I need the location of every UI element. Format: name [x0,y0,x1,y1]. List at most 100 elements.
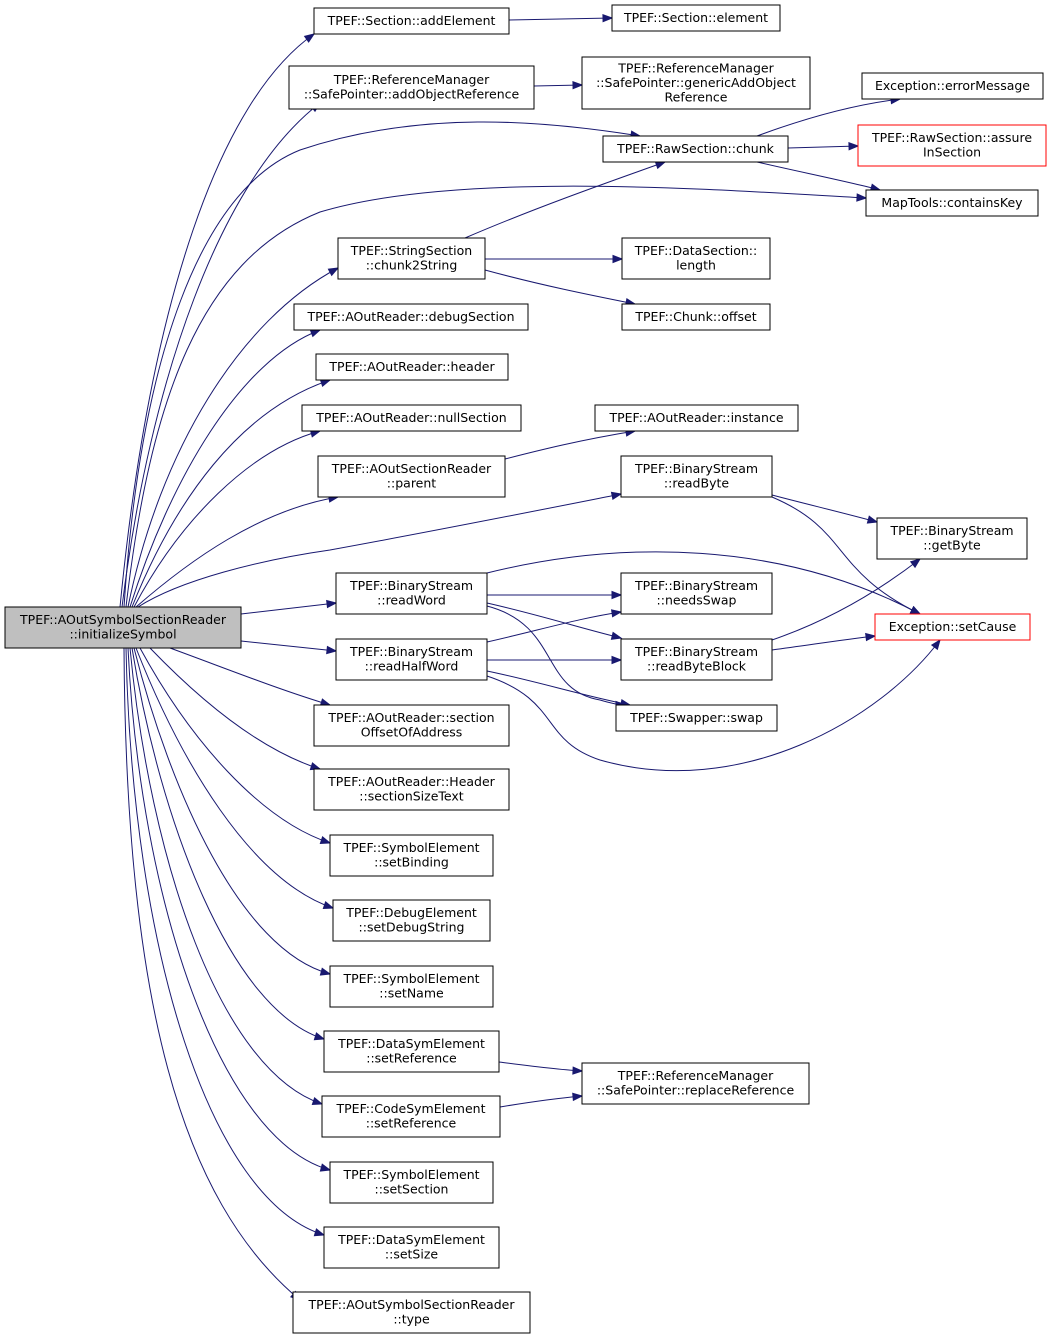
arrowhead [572,1066,584,1075]
edge-line [129,647,323,1105]
arrowhead [610,491,623,500]
node-label-line: TPEF::AOutReader::nullSection [315,410,506,425]
edge-line [129,329,321,608]
node-add-obj-ref[interactable]: TPEF::ReferenceManager::SafePointer::add… [288,65,535,110]
node-set-cause[interactable]: Exception::setCause [874,613,1031,641]
node-label-line: ::SafePointer::addObjectReference [304,87,520,102]
node-label-line: TPEF::Section::element [623,10,768,25]
node-box [293,303,529,331]
node-label-line: TPEF::SymbolElement [342,971,479,986]
node-read-byte[interactable]: TPEF::BinaryStream::readByte [620,455,773,498]
node-null-section[interactable]: TPEF::AOutReader::nullSection [301,404,522,432]
node-chunk2-string[interactable]: TPEF::StringSection::chunk2String [337,237,486,280]
node-code-set-ref[interactable]: TPEF::CodeSymElement::setReference [321,1095,501,1138]
edge-line [133,647,331,975]
node-contains-key[interactable]: MapTools::containsKey [865,189,1039,217]
edges-layer [119,13,941,1301]
node-add-element[interactable]: TPEF::Section::addElement [313,7,510,35]
node-label-line: TPEF::BinaryStream [634,578,758,593]
node-set-name[interactable]: TPEF::SymbolElement::setName [329,965,494,1008]
node-header[interactable]: TPEF::AOutReader::header [315,353,509,381]
arrowhead [319,1163,332,1172]
node-needs-swap[interactable]: TPEF::BinaryStream::needsSwap [620,572,773,615]
edge-readWord-to-readByteBlock [486,602,623,640]
node-label-line: TPEF::DataSection:: [634,243,757,258]
node-label-line: ::readHalfWord [365,659,459,674]
node-box [288,65,535,110]
node-label-line: InSection [923,145,981,160]
node-instance[interactable]: TPEF::AOutReader::instance [594,404,799,432]
edge-codeSetRef-to-replaceRef [499,1092,584,1108]
node-read-half-word[interactable]: TPEF::BinaryStream::readHalfWord [335,638,488,681]
node-set-size[interactable]: TPEF::DataSymElement::setSize [323,1226,500,1269]
node-parent[interactable]: TPEF::AOutSectionReader::parent [317,455,506,498]
node-label-line: ::getByte [923,538,981,553]
edge-root-to-type [123,647,302,1301]
node-label-line: Exception::errorMessage [875,78,1030,93]
node-chunk[interactable]: TPEF::RawSection::chunk [602,135,789,163]
node-replace-ref[interactable]: TPEF::ReferenceManager::SafePointer::rep… [581,1062,810,1105]
node-type[interactable]: TPEF::AOutSymbolSectionReader::type [292,1291,531,1334]
edge-line [169,647,331,706]
node-element[interactable]: TPEF::Section::element [611,4,781,32]
arrowhead [572,80,584,90]
node-set-debug-string[interactable]: TPEF::DebugElement::setDebugString [332,899,491,942]
node-box [874,613,1031,641]
node-box [337,237,486,280]
edge-line [139,647,331,844]
arrowhead [303,33,316,43]
node-label-line: TPEF::CodeSymElement [336,1101,486,1116]
node-label-line: TPEF::SymbolElement [342,840,479,855]
node-label-line: TPEF::DebugElement [345,905,477,920]
node-label-line: TPEF::RawSection::assure [871,130,1032,145]
node-get-byte[interactable]: TPEF::BinaryStream::getByte [876,517,1028,560]
edge-line [125,647,325,1236]
edge-root-to-addObjRef [121,102,322,608]
arrowhead [572,1092,584,1102]
node-length[interactable]: TPEF::DataSection::length [621,237,771,280]
node-root[interactable]: TPEF::AOutSymbolSectionReader::initializ… [4,606,242,649]
arrowhead [909,558,922,569]
edge-readWord-to-setCause [486,551,922,615]
node-label-line: TPEF::AOutReader::header [328,359,495,374]
edge-line [131,379,331,608]
node-set-section[interactable]: TPEF::SymbolElement::setSection [329,1161,494,1204]
node-offset[interactable]: TPEF::Chunk::offset [621,303,771,331]
arrowhead [313,1228,326,1237]
node-debug-section[interactable]: TPEF::AOutReader::debugSection [293,303,529,331]
node-label-line: TPEF::DataSymElement [337,1036,485,1051]
node-read-word[interactable]: TPEF::BinaryStream::readWord [335,572,488,615]
node-label-line: TPEF::AOutReader::Header [327,774,496,789]
node-box [315,353,509,381]
node-box [602,135,789,163]
node-label-line: TPEF::BinaryStream [634,461,758,476]
node-label-line: TPEF::ReferenceManager [333,72,490,87]
node-sec-size-text[interactable]: TPEF::AOutReader::Header::sectionSizeTex… [313,768,510,811]
node-label-line: TPEF::BinaryStream [349,644,473,659]
nodes-layer: TPEF::AOutSymbolSectionReader::initializ… [4,4,1047,1334]
node-box [329,1161,494,1204]
node-read-byte-block[interactable]: TPEF::BinaryStream::readByteBlock [620,638,773,681]
node-label-line: TPEF::AOutReader::debugSection [306,309,514,324]
node-set-binding[interactable]: TPEF::SymbolElement::setBinding [329,834,494,877]
node-label-line: TPEF::Section::addElement [327,13,496,28]
edge-root-to-readHalfWord [240,640,338,655]
arrowhead [313,1032,326,1041]
node-label-line: ::setBinding [374,855,449,870]
node-data-set-ref[interactable]: TPEF::DataSymElement::setReference [323,1030,500,1073]
edge-root-to-setName [133,647,332,976]
edge-line [756,161,881,191]
node-label-line: ::parent [387,476,436,491]
node-error-message[interactable]: Exception::errorMessage [861,72,1044,100]
node-label-line: ::setSize [385,1247,438,1262]
arrowhead [319,967,332,976]
node-swap[interactable]: TPEF::Swapper::swap [615,704,778,732]
edge-line [771,494,878,523]
node-label-line: TPEF::Chunk::offset [634,309,756,324]
node-box [329,834,494,877]
node-box [317,455,506,498]
node-generic-add[interactable]: TPEF::ReferenceManager::SafePointer::gen… [581,56,811,110]
edge-root-to-codeSetRef [129,647,324,1106]
